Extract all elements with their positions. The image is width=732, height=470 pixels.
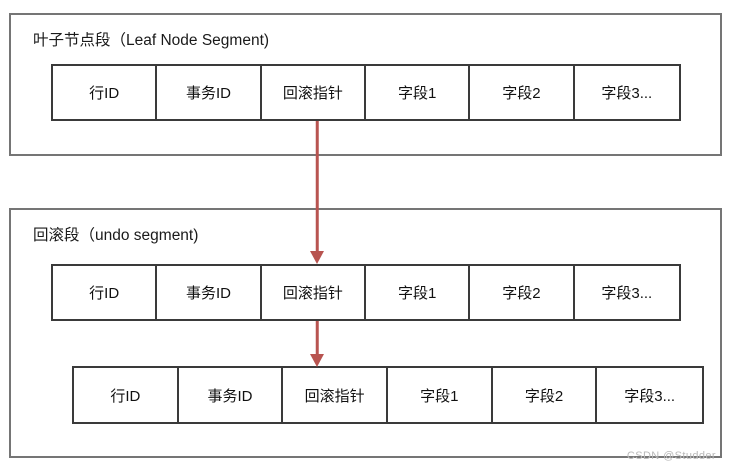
record-cell-transaction-id: 事务ID	[157, 66, 262, 119]
record-row-undo-first: 行ID 事务ID 回滚指针 字段1 字段2 字段3...	[51, 264, 681, 321]
record-row-leaf: 行ID 事务ID 回滚指针 字段1 字段2 字段3...	[51, 64, 681, 121]
record-cell-field-1: 字段1	[365, 266, 471, 319]
segment-title-undo: 回滚段（undo segment)	[33, 227, 199, 244]
record-cell-rollback-pointer: 回滚指针	[283, 368, 389, 422]
record-cell-field-2: 字段2	[470, 266, 575, 319]
record-cell-row-id: 行ID	[53, 66, 158, 119]
record-cell-field-3: 字段3...	[597, 368, 703, 422]
record-cell-field-3: 字段3...	[574, 66, 679, 119]
record-cell-field-2: 字段2	[492, 368, 598, 422]
record-cell-field-3: 字段3...	[574, 266, 679, 319]
record-cell-rollback-pointer: 回滚指针	[261, 66, 366, 119]
record-cell-row-id: 行ID	[53, 266, 158, 319]
record-cell-rollback-pointer: 回滚指针	[261, 266, 366, 319]
record-cell-field-2: 字段2	[470, 66, 575, 119]
segment-title-leaf-node: 叶子节点段（Leaf Node Segment)	[33, 32, 270, 49]
record-cell-field-1: 字段1	[365, 66, 471, 119]
record-cell-transaction-id: 事务ID	[178, 368, 284, 422]
record-cell-transaction-id: 事务ID	[157, 266, 262, 319]
record-row-undo-second: 行ID 事务ID 回滚指针 字段1 字段2 字段3...	[72, 366, 704, 424]
watermark: CSDN @Studder	[626, 450, 716, 462]
record-cell-field-1: 字段1	[388, 368, 493, 422]
record-cell-row-id: 行ID	[74, 368, 179, 422]
